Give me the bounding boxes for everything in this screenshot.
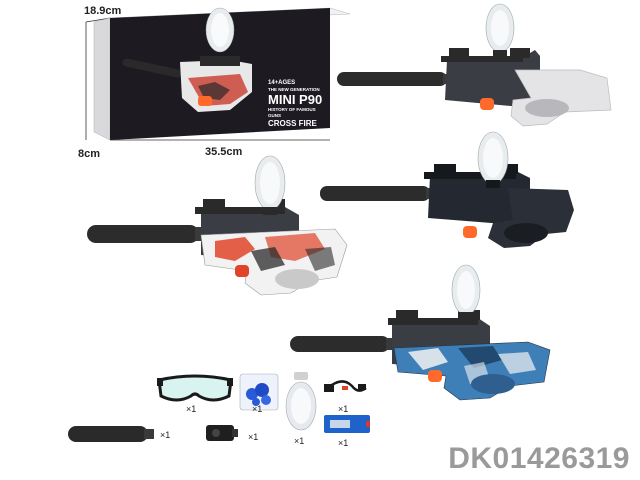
battery-qty: ×1 (338, 438, 349, 448)
box-gen-label: THE NEW GENERATION (268, 87, 320, 92)
ammo-bottle-icon (285, 372, 317, 431)
gel-hopper-icon (485, 3, 515, 58)
battery-icon (324, 415, 370, 433)
adapter-icon (206, 425, 238, 441)
gel-hopper-icon (477, 131, 509, 188)
box-gun-art (122, 7, 252, 112)
box-depth-dimension: 8cm (78, 148, 101, 160)
ammo-bottle-qty: ×1 (294, 436, 305, 446)
gel-balls-qty: ×1 (252, 404, 263, 414)
product-code: DK01426319 (448, 442, 630, 475)
silencer-qty: ×1 (160, 430, 171, 440)
product-box: 14+AGES THE NEW GENERATION MINI P90 HIST… (85, 7, 351, 141)
gun-graffiti-red (87, 155, 348, 296)
gun-white (337, 3, 612, 127)
goggles-qty: ×1 (186, 404, 197, 414)
box-age-label: 14+AGES (268, 80, 295, 86)
gel-hopper-icon (254, 155, 286, 215)
gun-camo-blue (290, 264, 551, 401)
box-height-dimension: 18.9cm (84, 5, 122, 17)
usb-charger-icon (324, 380, 367, 392)
box-history-label: HISTORY OF FAMOUS (268, 107, 316, 112)
goggles-icon (157, 374, 233, 402)
gel-balls-icon (239, 373, 279, 411)
silencer-icon (68, 426, 154, 442)
box-guns-label: GUNS (268, 113, 281, 118)
usb-charger-qty: ×1 (338, 404, 349, 414)
adapter-qty: ×1 (248, 432, 259, 442)
box-model-label: MINI P90 (268, 92, 322, 107)
box-crossfire-label: CROSS FIRE (268, 119, 318, 128)
gun-black (320, 131, 574, 248)
gel-hopper-icon (451, 264, 481, 320)
box-width-dimension: 35.5cm (205, 146, 243, 158)
